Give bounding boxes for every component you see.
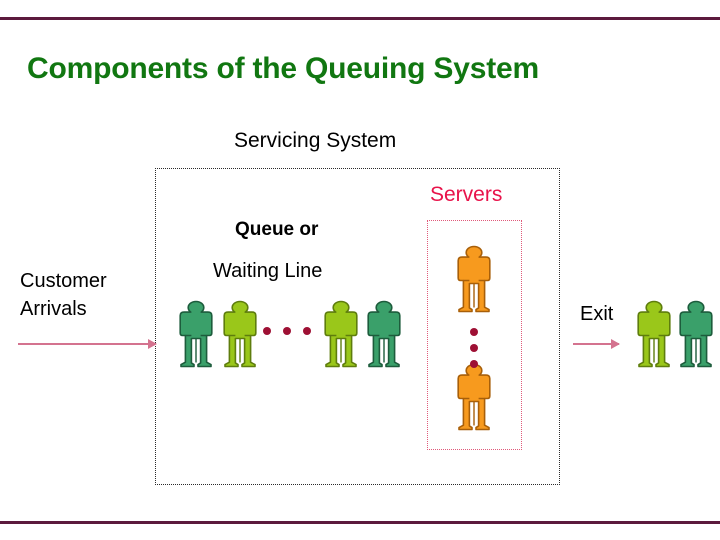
top-divider-rule [0,17,720,20]
exit-person-1-icon [637,300,671,368]
server-ellipsis-dot-1 [470,328,478,336]
servicing-system-label: Servicing System [234,129,397,152]
exit-arrow-icon [573,339,620,349]
customer-arrivals-label: Customer Arrivals [20,267,107,323]
servicing-system-boundary [155,168,560,485]
queue-ellipsis-dot-3 [303,327,311,335]
queue-ellipsis-dot-1 [263,327,271,335]
queue-ellipsis-dot-2 [283,327,291,335]
queue-person-3-icon [324,300,358,368]
servers-label: Servers [430,183,503,206]
page-title: Components of the Queuing System [27,52,539,85]
customer-arrivals-line-1: Customer [20,270,107,292]
server-ellipsis-dot-3 [470,360,478,368]
bottom-divider-rule [0,521,720,524]
queue-person-1-icon [179,300,213,368]
exit-label: Exit [580,303,614,325]
servers-boundary [427,220,522,450]
queue-label: Queue or [235,219,319,240]
customer-arrivals-arrow-icon [18,339,157,349]
queue-person-2-icon [223,300,257,368]
server-person-2-icon [457,363,491,431]
queue-person-4-icon [367,300,401,368]
exit-person-2-icon [679,300,713,368]
server-person-1-icon [457,245,491,313]
waiting-line-label: Waiting Line [213,260,323,282]
server-ellipsis-dot-2 [470,344,478,352]
customer-arrivals-line-2: Arrivals [20,298,87,320]
